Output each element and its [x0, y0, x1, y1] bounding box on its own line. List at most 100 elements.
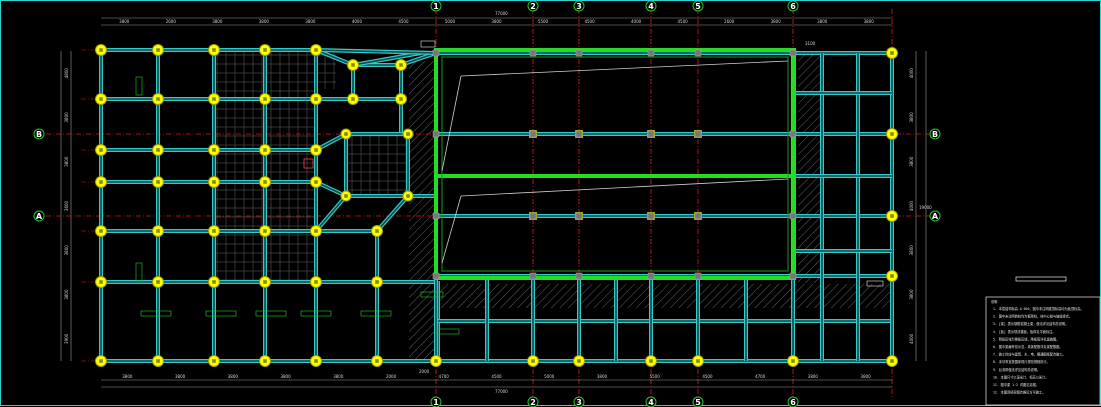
- column-core: [263, 359, 267, 363]
- dimension-text: 5500: [650, 374, 661, 379]
- diagonal-line: [441, 195, 462, 264]
- tag: [300, 310, 332, 317]
- axis-bubble-label: B: [932, 130, 938, 139]
- legend-line: 6. 图中梁编号仅示意，具体配筋详见梁配筋图。: [993, 344, 1063, 349]
- column-core: [314, 48, 318, 52]
- axis-bubble: 6: [787, 1, 799, 12]
- column-core: [263, 229, 267, 233]
- legend-line: 8. 未尽事宜按国家现行规范规程执行。: [993, 359, 1050, 364]
- column-core: [156, 280, 160, 284]
- column-square-gray: [789, 272, 797, 280]
- column-core: [156, 97, 160, 101]
- dimension-text: 3800: [122, 374, 133, 379]
- dimension-text: 3800: [64, 156, 69, 167]
- dimension-text: 5500: [538, 19, 549, 24]
- legend-line: 9. 后浇带做法详见结构总说明。: [993, 367, 1040, 372]
- bottom-left-marker: 2000: [419, 369, 430, 374]
- dimension-text: 3800: [771, 19, 782, 24]
- axis-bubble-circle: [645, 396, 657, 407]
- column-core: [212, 359, 216, 363]
- column-core: [375, 359, 379, 363]
- legend-line: 11. 图中梁 1:2 详图见另图。: [993, 382, 1039, 387]
- axis-bubble: 3: [573, 396, 585, 407]
- dimension-text: 3600: [64, 200, 69, 211]
- column-core: [263, 280, 267, 284]
- axis-bubble-circle: [527, 396, 539, 407]
- column-core: [212, 148, 216, 152]
- dimension-text: 3800: [175, 374, 186, 379]
- column-square-gray: [789, 49, 797, 57]
- column-square-gray: [647, 272, 655, 280]
- legend-line: 2. 图中未注明的柱均为框架柱，柱中心线与轴线重合。: [993, 314, 1072, 319]
- dimension-text: 3800: [64, 289, 69, 300]
- column-core: [406, 132, 410, 136]
- column-core: [890, 214, 894, 218]
- slab-grid-zone: [346, 134, 408, 196]
- column-core: [156, 229, 160, 233]
- column-square-gray: [647, 130, 655, 138]
- green-tags: [135, 40, 884, 335]
- axis-bubble: 4: [645, 1, 657, 12]
- axis-bubble: B: [33, 128, 45, 140]
- column-core: [212, 229, 216, 233]
- diagonal-line: [460, 178, 789, 197]
- column-square-gray: [694, 49, 702, 57]
- dimension-text: 3800: [119, 19, 130, 24]
- tag: [255, 310, 287, 317]
- dimension-text: 4000: [352, 19, 363, 24]
- dimension-text: 3800: [64, 245, 69, 256]
- beam-core: [315, 49, 354, 66]
- axis-bubble-label: 1: [433, 398, 439, 407]
- legend-line: 12. 本图须经审图合格后方可施工。: [993, 390, 1045, 395]
- dimension-text: 4500: [584, 19, 595, 24]
- column-core: [263, 48, 267, 52]
- column-core: [577, 359, 581, 363]
- axis-bubble: 2: [527, 396, 539, 407]
- dimension-text: 3800: [305, 19, 316, 24]
- axis-bubble-label: 1: [433, 2, 439, 11]
- column-core: [314, 97, 318, 101]
- axis-bubble-circle: [33, 210, 45, 222]
- axis-bubble-label: B: [36, 130, 42, 139]
- axis-bubble-label: 6: [790, 2, 796, 11]
- axis-bubble-label: 3: [576, 398, 582, 407]
- dimension-text: 2600: [166, 19, 177, 24]
- diagonal-line: [441, 75, 462, 172]
- diagonal-line: [460, 60, 789, 77]
- axis-bubble: 1: [430, 396, 442, 407]
- column-core: [406, 194, 410, 198]
- dimension-text: 3800: [861, 374, 872, 379]
- beam-core: [315, 195, 347, 232]
- column-square-gray: [529, 272, 537, 280]
- dimension-text: 3800: [817, 19, 828, 24]
- column-core: [375, 280, 379, 284]
- column-core: [99, 97, 103, 101]
- column-square-gray: [789, 130, 797, 138]
- axis-bubble-label: 5: [695, 2, 701, 11]
- column-core: [99, 48, 103, 52]
- column-core: [351, 63, 355, 67]
- axis-bubble-circle: [787, 1, 799, 12]
- axis-bubble: 4: [645, 396, 657, 407]
- axis-bubble-circle: [573, 1, 585, 12]
- dimension-text: 4500: [398, 19, 409, 24]
- column-square-gray: [694, 130, 702, 138]
- column-core: [156, 48, 160, 52]
- axis-bubble-label: 6: [790, 398, 796, 407]
- axis-bubble-circle: [430, 1, 442, 12]
- dimension-text: 2000: [386, 374, 397, 379]
- beam-core: [400, 52, 437, 66]
- axis-bubble: 1: [430, 1, 442, 12]
- column-square-gray: [575, 49, 583, 57]
- dimension-text: 4800: [64, 68, 69, 79]
- axis-bubble-label: A: [932, 212, 939, 221]
- green-frame-outer: [434, 48, 796, 280]
- column-square-gray: [575, 272, 583, 280]
- column-core: [156, 180, 160, 184]
- column-core: [99, 359, 103, 363]
- column-square-gray: [432, 49, 440, 57]
- column-core: [99, 280, 103, 284]
- column-core: [156, 148, 160, 152]
